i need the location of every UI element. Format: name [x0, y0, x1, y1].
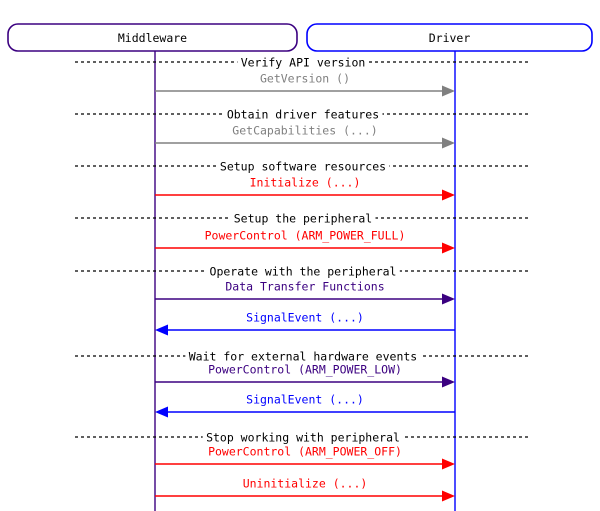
msg-getcapabilities-label[interactable]: GetCapabilities (...)	[232, 124, 377, 138]
msg-powercontrol-low-label[interactable]: PowerControl (ARM_POWER_LOW)	[208, 363, 402, 377]
sep-obtain-driver-features-label: Obtain driver features	[227, 108, 379, 122]
participants-group: Middleware Driver	[7, 23, 593, 52]
sep-verify-api-version-label: Verify API version	[241, 56, 366, 70]
msg-getversion-label[interactable]: GetVersion ()	[260, 72, 350, 86]
sep-stop-working-label: Stop working with peripheral	[206, 431, 400, 445]
msg-initialize-label[interactable]: Initialize (...)	[250, 176, 361, 190]
participant-label-driver: Driver	[429, 31, 471, 45]
msg-uninitialize-arrowhead-icon	[442, 490, 455, 502]
participant-box-middleware[interactable]	[7, 23, 298, 52]
msg-getcapabilities-arrowhead-icon	[442, 137, 455, 149]
msg-signalevent-2-arrowhead-icon	[155, 406, 168, 418]
msg-data-transfer-functions-label[interactable]: Data Transfer Functions	[225, 280, 384, 294]
participant-label-middleware: Middleware	[118, 31, 187, 45]
sep-operate-peripheral-label: Operate with the peripheral	[210, 265, 397, 279]
participant-box-driver[interactable]	[306, 23, 593, 52]
sep-setup-software-label-backdrop	[216, 159, 390, 173]
messages-group: GetVersion () GetCapabilities (...) Initia…	[155, 72, 455, 502]
msg-powercontrol-full-label[interactable]: PowerControl (ARM_POWER_FULL)	[205, 229, 406, 243]
sep-obtain-driver-features-label-backdrop	[223, 107, 383, 121]
sep-stop-working-label-backdrop	[202, 430, 404, 444]
msg-signalevent-1-arrowhead-icon	[155, 324, 168, 336]
msg-powercontrol-low-arrowhead-icon	[442, 376, 455, 388]
sep-wait-hardware-events-label-backdrop	[185, 349, 421, 363]
sep-wait-hardware-events-label: Wait for external hardware events	[189, 350, 417, 364]
msg-getversion-arrowhead-icon	[442, 85, 455, 97]
msg-signalevent-1-label[interactable]: SignalEvent (...)	[246, 311, 364, 325]
msg-uninitialize-label[interactable]: Uninitialize (...)	[243, 477, 368, 491]
msg-signalevent-2-label[interactable]: SignalEvent (...)	[246, 393, 364, 407]
msg-powercontrol-off-arrowhead-icon	[442, 458, 455, 470]
msg-powercontrol-off-label[interactable]: PowerControl (ARM_POWER_OFF)	[208, 445, 402, 459]
sep-setup-peripheral-label: Setup the peripheral	[234, 212, 372, 226]
sep-setup-peripheral-label-backdrop	[230, 211, 376, 225]
msg-data-transfer-functions-arrowhead-icon	[442, 293, 455, 305]
sep-verify-api-version-label-backdrop	[237, 55, 369, 69]
lifelines-group	[154, 51, 456, 511]
sep-setup-software-label: Setup software resources	[220, 160, 386, 174]
msg-powercontrol-full-arrowhead-icon	[442, 242, 455, 254]
sep-operate-peripheral-label-backdrop	[206, 264, 400, 278]
msg-initialize-arrowhead-icon	[442, 189, 455, 201]
